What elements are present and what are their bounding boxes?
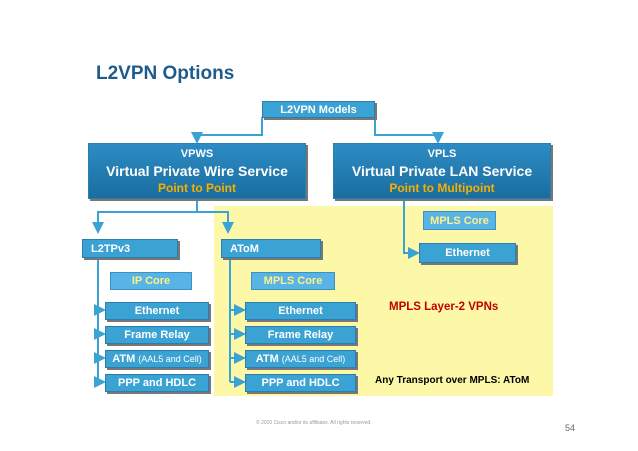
vpls-name: Virtual Private LAN Service: [351, 162, 533, 179]
connector-root-vpls: [374, 117, 444, 144]
copyright-footer: © 2010 Cisco and/or its affiliates. All …: [256, 420, 372, 426]
connector-vpws-atom: [197, 211, 234, 234]
atom-ppp-hdlc-box: PPP and HDLC: [245, 374, 356, 392]
l2tpv3-ethernet-box: Ethernet: [105, 302, 209, 320]
vpls-mpls-core-box: MPLS Core: [423, 211, 496, 230]
atom-ethernet-box: Ethernet: [245, 302, 356, 320]
l2tpv3-ppp-hdlc-box: PPP and HDLC: [105, 374, 209, 392]
mpls-layer2-vpns-label: MPLS Layer-2 VPNs: [389, 301, 499, 313]
l2vpn-models-box: L2VPN Models: [262, 101, 375, 118]
vpws-box: VPWS Virtual Private Wire Service Point …: [88, 143, 306, 199]
vpls-ethernet-box: Ethernet: [419, 243, 516, 263]
atom-mpls-core-box: MPLS Core: [251, 272, 335, 290]
vpls-acronym: VPLS: [427, 147, 457, 160]
slide-title: L2VPN Options: [96, 63, 235, 84]
vpls-topology: Point to Multipoint: [389, 180, 495, 195]
vpws-topology: Point to Point: [158, 180, 236, 195]
ip-core-box: IP Core: [110, 272, 192, 290]
any-transport-label: Any Transport over MPLS: AToM: [375, 375, 530, 386]
l2tpv3-box: L2TPv3: [82, 239, 178, 258]
connector-vpws-split: [92, 200, 198, 234]
vpws-name: Virtual Private Wire Service: [106, 162, 288, 179]
atom-framerelay-box: Frame Relay: [245, 326, 356, 344]
atom-box: AToM: [221, 239, 321, 258]
vpws-acronym: VPWS: [180, 147, 214, 160]
connector-vpls-ethernet: [403, 200, 420, 259]
atom-atm-box: ATM(AAL5 and Cell): [245, 350, 356, 368]
connector-root-vpws: [191, 117, 263, 144]
page-number: 54: [565, 423, 576, 433]
vpls-box: VPLS Virtual Private LAN Service Point t…: [333, 143, 551, 199]
l2tpv3-framerelay-box: Frame Relay: [105, 326, 209, 344]
l2tpv3-atm-box: ATM(AAL5 and Cell): [105, 350, 209, 368]
